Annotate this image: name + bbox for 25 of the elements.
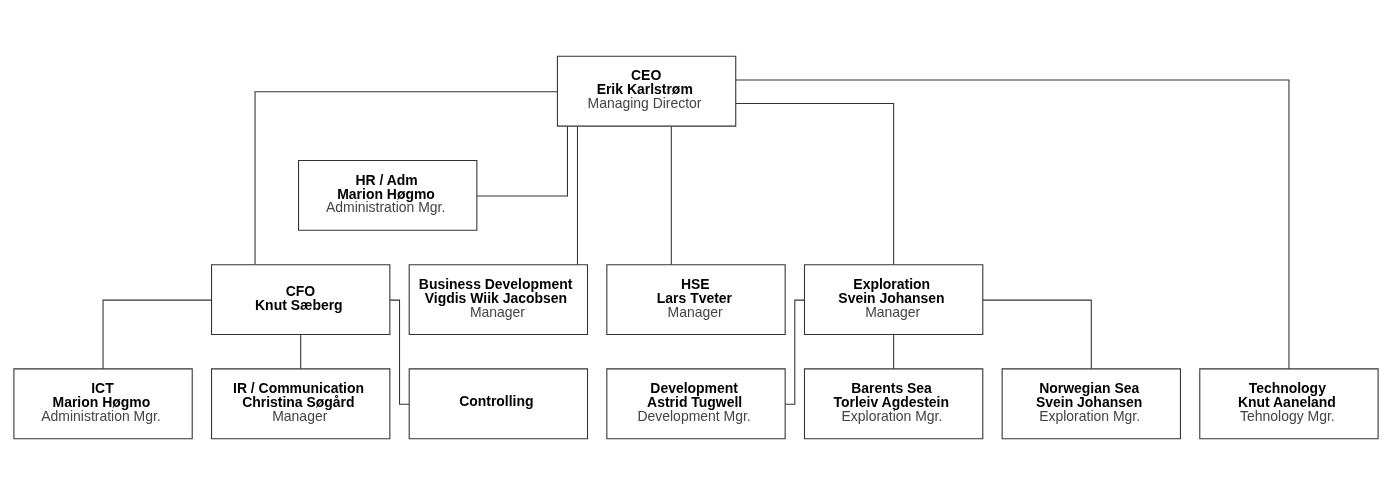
- connector: [576, 126, 579, 265]
- node-box: Norwegian Sea Svein Johansen Exploration Mgr.: [1001, 368, 1181, 440]
- node-box: Technology Knut Aaneland Tehnology Mgr.: [1199, 368, 1379, 440]
- node-box: Controlling: [408, 368, 589, 440]
- node-box: ICT Marion Høgmo Administration Mgr.: [13, 368, 193, 440]
- node-box: HR / Adm Marion Høgmo Administration Mgr.: [298, 159, 478, 231]
- connector: [389, 299, 410, 405]
- connector: [102, 299, 212, 370]
- node-box: Development Astrid Tugwell Development Mgr.: [606, 368, 786, 440]
- node-box: IR / Communication Christina Søgård Manager: [211, 368, 391, 440]
- connector: [982, 299, 1092, 370]
- connector: [300, 334, 302, 370]
- connector: [670, 126, 672, 265]
- connector: [476, 125, 568, 197]
- node-box: HSE Lars Tveter Manager: [606, 264, 786, 336]
- connector: [893, 334, 895, 370]
- node-box: CEO Erik Karlstrøm Managing Director: [556, 55, 737, 127]
- node-box: Business Development Vigdis Wiik Jacobsen Manager: [408, 264, 589, 336]
- connector: [735, 103, 895, 266]
- connector: [784, 299, 805, 405]
- node-box: CFO Knut Sæberg: [211, 264, 391, 336]
- node-box: Barents Sea Torleiv Agdestein Exploration Mgr.: [803, 368, 984, 440]
- node-box: Exploration Svein Johansen Manager: [803, 264, 984, 336]
- connector: [254, 91, 558, 265]
- connector: [735, 79, 1290, 370]
